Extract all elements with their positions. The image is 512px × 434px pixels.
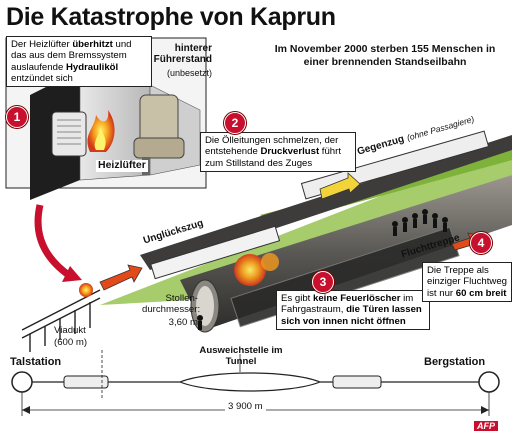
callout-1: Der Heizlüfter überhitzt und das aus dem… <box>6 36 152 88</box>
callout-4: Die Treppe als einziger Fluchtweg ist nu… <box>422 262 512 302</box>
agency-logo: AFP <box>474 421 498 432</box>
tunnel-diameter-label: Stollen-durchmesser: <box>142 293 201 315</box>
page-subtitle: Im November 2000 sterben 155 Menschen in… <box>274 43 496 69</box>
callout-3: Es gibt keine Feuerlöscher im Fahrgastra… <box>276 290 430 330</box>
person-icon <box>197 209 448 330</box>
fire-icon <box>79 283 93 297</box>
fire-icon <box>87 110 115 152</box>
viaduct-length: (600 m) <box>54 337 88 348</box>
rear-cab-note: (unbesetzt) <box>166 68 212 78</box>
badge-3: 3 <box>312 271 334 293</box>
viaduct <box>21 289 101 352</box>
badge-1: 1 <box>6 106 28 128</box>
badge-2: 2 <box>224 112 246 134</box>
callout-2: Die Ölleitungen schmelzen, der entstehen… <box>200 132 356 172</box>
heater-label: Heizlüfter <box>96 159 148 172</box>
page-title: Die Katastrophe von Kaprun <box>6 3 336 31</box>
mountain-station-label: Bergstation <box>424 356 486 368</box>
heater-icon <box>51 111 87 157</box>
rear-cab-label: hinterer Führerstand <box>153 43 212 66</box>
tunnel-diameter-value: 3,60 m <box>168 317 198 328</box>
badge-4: 4 <box>470 232 492 254</box>
passing-point-label: Ausweichstelle im Tunnel <box>199 345 283 367</box>
valley-station-label: Talstation <box>10 356 62 368</box>
total-length-label: 3 900 m <box>225 401 266 413</box>
viaduct-label: Viadukt <box>54 325 86 336</box>
